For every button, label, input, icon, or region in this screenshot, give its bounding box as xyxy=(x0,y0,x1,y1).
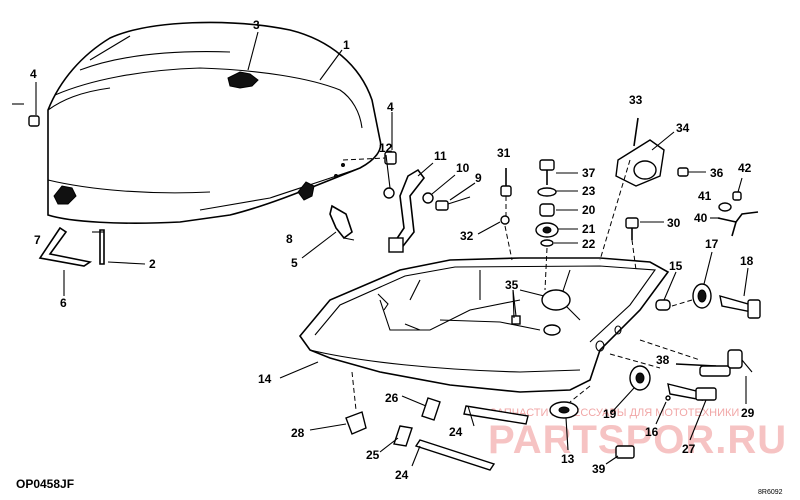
callout-6: 6 xyxy=(60,296,67,310)
nut-28 xyxy=(309,371,367,435)
callout-18: 18 xyxy=(740,254,754,268)
bracket-2 xyxy=(92,229,146,265)
screw-31 xyxy=(477,168,513,261)
callout-32: 32 xyxy=(460,229,474,243)
callout-29: 29 xyxy=(741,406,755,420)
callout-14: 14 xyxy=(258,372,272,386)
linkage-11-12 xyxy=(383,154,434,253)
callout-27: 27 xyxy=(682,442,696,456)
callout-37: 37 xyxy=(582,166,596,180)
callout-16: 16 xyxy=(645,425,659,439)
callout-9: 9 xyxy=(475,171,482,185)
watermark: ЗАПЧАСТИ АКСЕССУАРЫ ДЛЯ МОТОТЕХНИКИ PART… xyxy=(488,407,787,462)
callout-23: 23 xyxy=(582,184,596,198)
lever-40 xyxy=(677,167,759,237)
lower-pan xyxy=(279,257,670,393)
corner-code: 8R6092 xyxy=(758,489,783,496)
key-switch xyxy=(609,339,753,441)
bracket-34 xyxy=(599,117,675,261)
callout-7: 7 xyxy=(34,233,41,247)
callout-4-right: 4 xyxy=(387,100,394,114)
motor-cover xyxy=(47,21,382,224)
callout-31: 31 xyxy=(497,146,511,160)
callout-24-upper: 24 xyxy=(449,425,463,439)
callout-33: 33 xyxy=(629,93,643,107)
callout-25: 25 xyxy=(366,448,380,462)
throttle-shaft xyxy=(655,251,761,319)
callout-39: 39 xyxy=(592,462,606,476)
callout-11: 11 xyxy=(434,149,447,163)
callout-17: 17 xyxy=(705,237,719,251)
callout-12: 12 xyxy=(379,141,393,155)
callout-38: 38 xyxy=(656,353,670,367)
mount-stack xyxy=(535,159,578,291)
callout-2: 2 xyxy=(149,257,156,271)
latch-5 xyxy=(301,204,355,259)
callout-10: 10 xyxy=(456,161,470,175)
callout-5: 5 xyxy=(291,256,298,270)
callout-35: 35 xyxy=(505,278,519,292)
callout-26: 26 xyxy=(385,391,399,405)
callout-21: 21 xyxy=(582,222,596,236)
grommet-13 xyxy=(549,385,591,451)
callout-42: 42 xyxy=(738,161,752,175)
callout-28: 28 xyxy=(291,426,305,440)
callout-15: 15 xyxy=(669,259,683,273)
sleeve-25 xyxy=(379,425,413,453)
sleeve-26 xyxy=(401,395,441,421)
callout-19: 19 xyxy=(603,407,617,421)
callout-1: 1 xyxy=(343,38,350,52)
callout-41: 41 xyxy=(698,189,712,203)
cover-screw-left xyxy=(12,103,40,127)
callout-36: 36 xyxy=(710,166,724,180)
callout-34: 34 xyxy=(676,121,690,135)
screw-30 xyxy=(625,217,664,271)
callout-3: 3 xyxy=(253,18,260,32)
callout-30: 30 xyxy=(667,216,681,230)
callout-4-left: 4 xyxy=(30,67,37,81)
callout-20: 20 xyxy=(582,203,596,217)
callouts: 1 2 3 4 4 5 6 7 8 9 10 11 12 13 14 15 16… xyxy=(30,18,755,482)
drawing-code: OP0458JF xyxy=(16,477,74,491)
nut-39 xyxy=(605,445,635,465)
callout-40: 40 xyxy=(694,211,708,225)
watermark-large-text: PARTSPOR.RU xyxy=(488,418,787,462)
callout-24-lower: 24 xyxy=(395,468,409,482)
seal-6 xyxy=(38,226,93,296)
callout-13: 13 xyxy=(561,452,575,466)
washer-screw-9-10 xyxy=(422,174,476,211)
callout-22: 22 xyxy=(582,237,596,251)
strips-24 xyxy=(411,405,529,471)
cover-screw-right xyxy=(342,151,397,165)
callout-8: 8 xyxy=(286,232,293,246)
